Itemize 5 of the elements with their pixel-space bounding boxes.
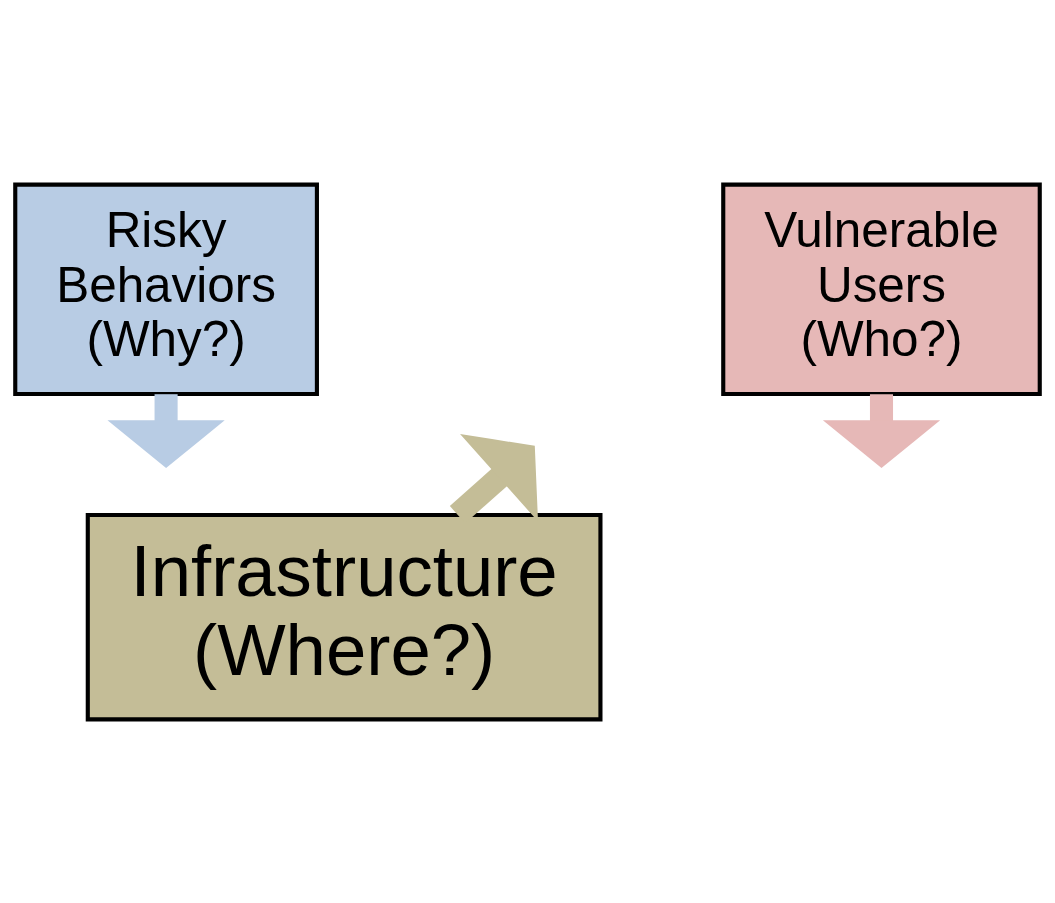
arrow <box>107 393 225 468</box>
node-box: Risky Behaviors (Why?) <box>13 182 319 396</box>
node-box: Infrastructure (Where?) <box>85 512 603 721</box>
node-box: Vulnerable Users (Who?) <box>721 182 1042 396</box>
arrow <box>822 393 941 468</box>
